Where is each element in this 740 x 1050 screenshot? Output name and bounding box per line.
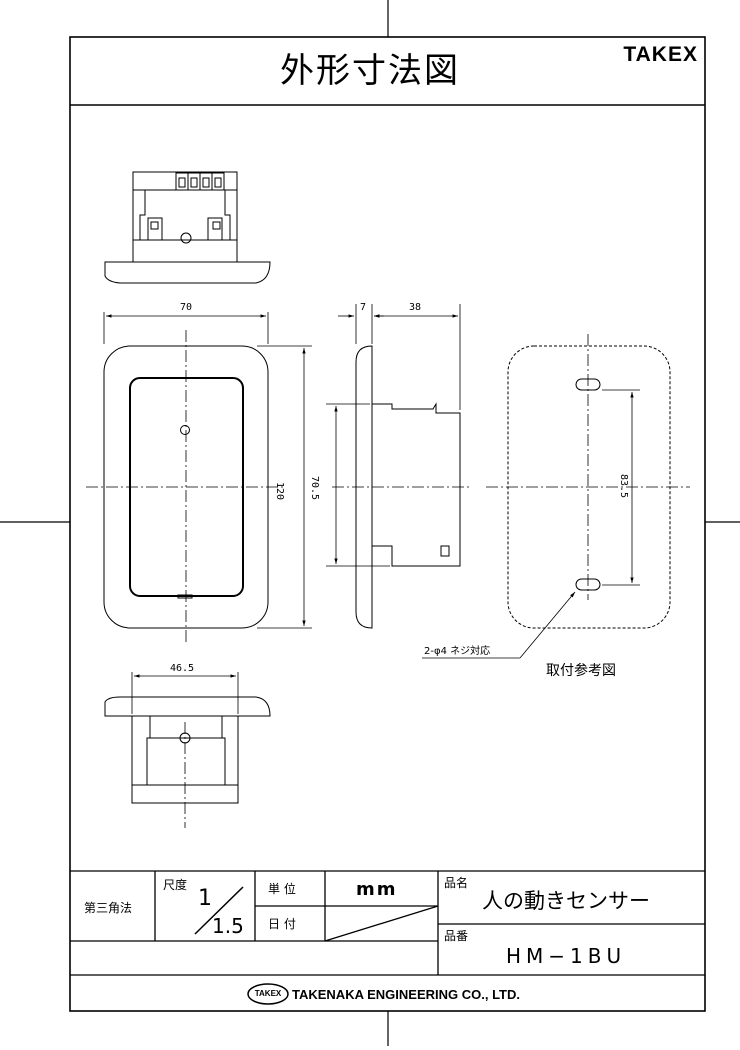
side-view — [332, 345, 470, 629]
mount-caption: 取付参考図 — [546, 663, 616, 679]
dim-front-depth-label: 7 — [360, 302, 367, 313]
bottom-dimensions — [131, 672, 239, 714]
mounting-view — [422, 334, 690, 659]
product-code-value: HM−1BU — [506, 944, 627, 968]
front-dimensions — [103, 312, 312, 629]
date-label: 日 付 — [268, 917, 296, 931]
scale-denominator: 1.5 — [212, 914, 244, 938]
product-code-label: 品番 — [444, 929, 469, 943]
screw-note: 2-φ4 ネジ対応 — [424, 646, 491, 657]
dim-height-label: 120 — [274, 482, 285, 501]
dim-body-depth-label: 38 — [409, 302, 422, 313]
unit-value: mm — [356, 879, 398, 900]
drawing-title: 外形寸法図 — [280, 51, 460, 91]
top-view — [104, 171, 271, 284]
front-view — [86, 330, 285, 645]
unit-label: 単 位 — [268, 882, 296, 896]
dim-hole-pitch-label: 83.5 — [618, 474, 629, 499]
projection-label: 第三角法 — [84, 901, 133, 915]
side-dimensions — [326, 304, 461, 567]
dim-bottom-width-label: 46.5 — [170, 663, 195, 674]
product-name-value: 人の動きセンサー — [482, 889, 650, 913]
title-block — [70, 870, 705, 1005]
dim-width-label: 70 — [180, 302, 193, 313]
bottom-view — [104, 696, 271, 828]
dim-body-height-label: 70.5 — [309, 476, 320, 501]
scale-numerator: 1 — [198, 886, 212, 911]
product-name-label: 品名 — [444, 876, 469, 890]
company-name: TAKENAKA ENGINEERING CO., LTD. — [292, 987, 520, 1002]
company-logo: TAKEX — [254, 989, 282, 998]
brand-logo: TAKEX — [623, 43, 698, 66]
scale-label: 尺度 — [163, 878, 188, 892]
